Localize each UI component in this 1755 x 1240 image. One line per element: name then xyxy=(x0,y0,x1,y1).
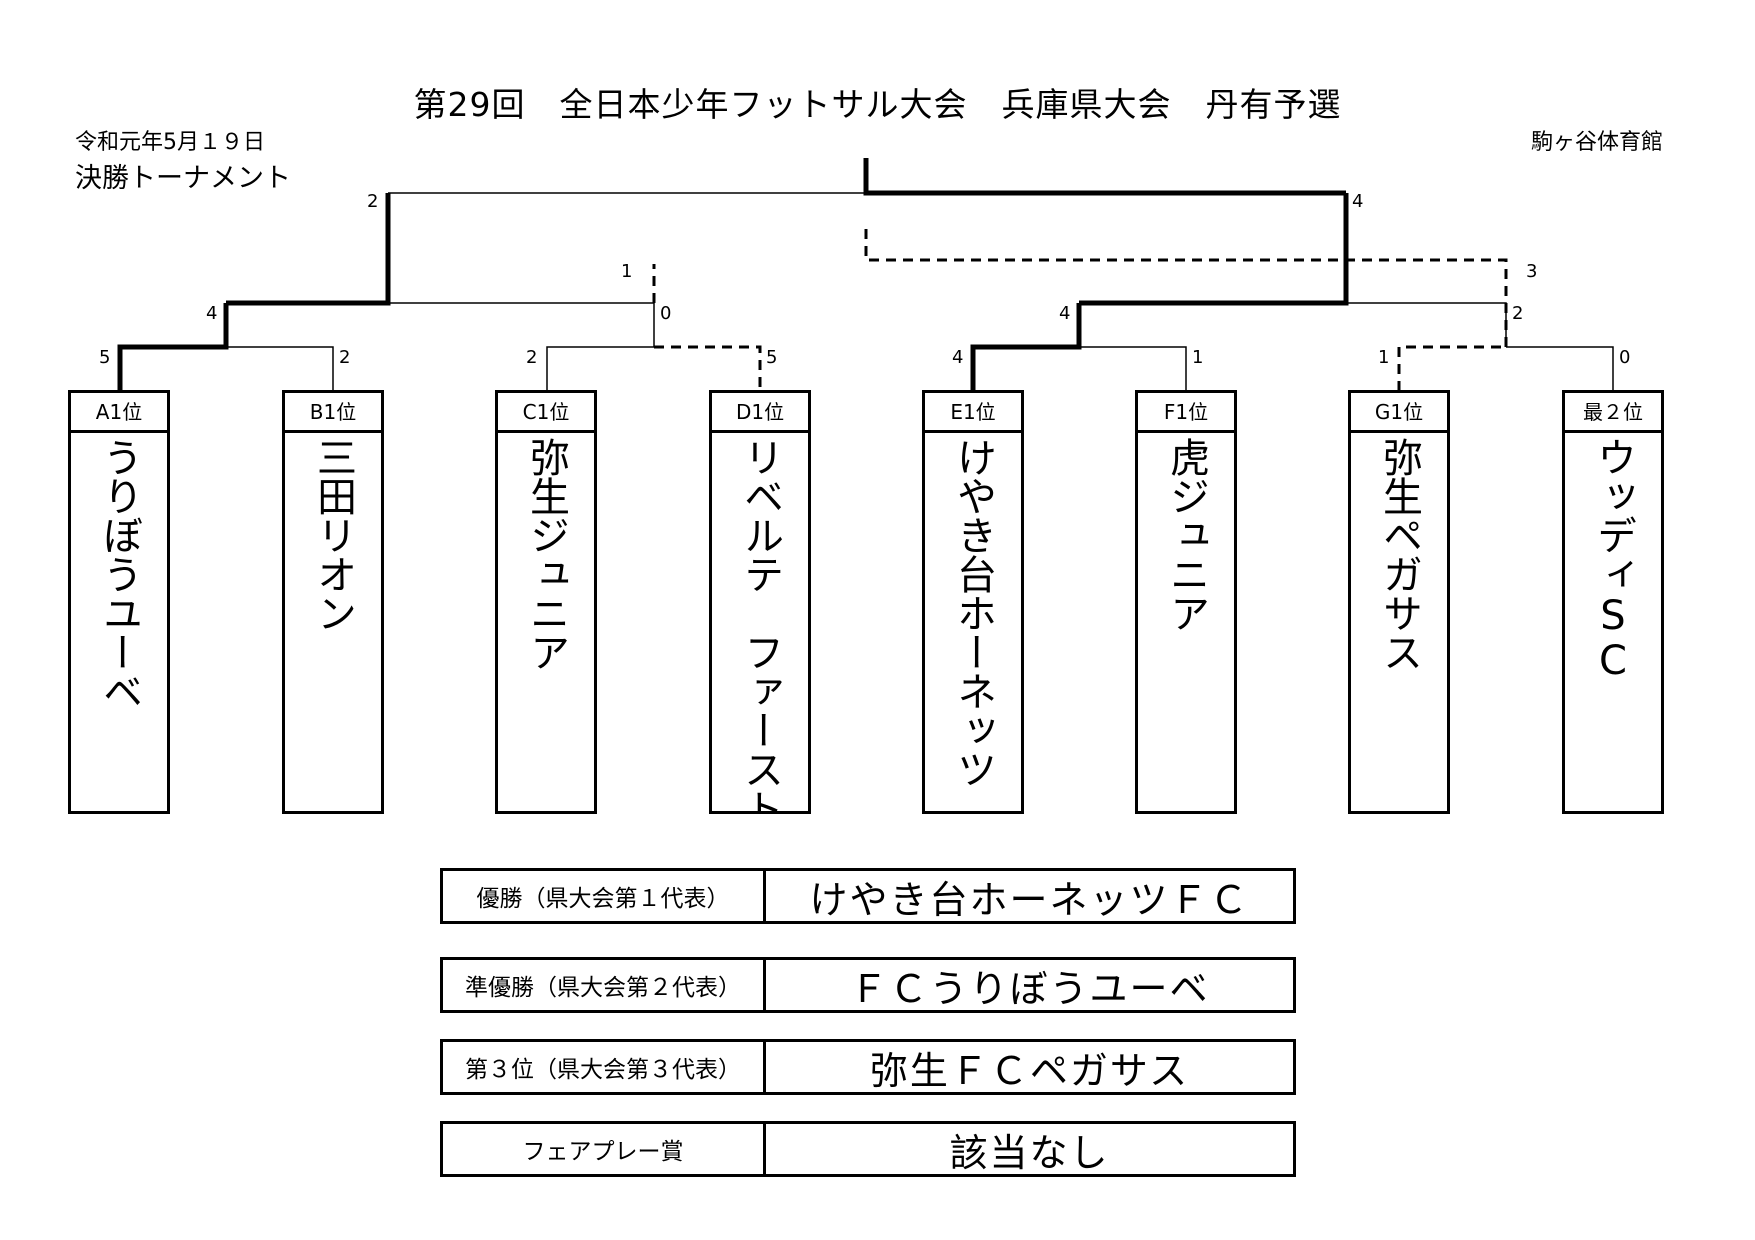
team-name: 弥生ペガサス xyxy=(1376,437,1422,671)
result-value: ＦＣうりぼうユーベ xyxy=(849,966,1210,1011)
team-box-b: B1位 三田リオン xyxy=(282,390,384,814)
bracket-line-sf2-right xyxy=(1346,302,1507,347)
team-position: G1位 xyxy=(1351,393,1447,433)
team-name: うりぼうユーベ xyxy=(96,437,142,710)
team-name: 虎ジュニア xyxy=(1163,437,1209,632)
bracket-line-e-win xyxy=(970,303,1082,391)
score-r1-b: 2 xyxy=(339,347,351,368)
page-title: 第29回 全日本少年フットサル大会 兵庫県大会 丹有予選 xyxy=(413,85,1342,124)
team-position: F1位 xyxy=(1138,393,1234,433)
team-box-e: E1位 けやき台ホーネッツ xyxy=(922,390,1024,814)
result-label: 優勝（県大会第１代表） xyxy=(443,871,766,921)
team-name: 弥生ジュニア xyxy=(523,437,569,671)
team-position: A1位 xyxy=(71,393,167,433)
venue: 駒ヶ谷体育館 xyxy=(1530,130,1663,155)
team-name: 三田リオン xyxy=(310,437,356,632)
bracket-line-g-win xyxy=(1397,345,1506,391)
team-position: C1位 xyxy=(498,393,594,433)
score-r1-g: 1 xyxy=(1378,347,1390,368)
bracket-line-sf2-left-win xyxy=(1079,193,1349,306)
score-r1-c: 2 xyxy=(526,347,538,368)
result-value: けやき台ホーネッツＦＣ xyxy=(809,877,1250,922)
team-box-d: D1位 リベルテ ファースト xyxy=(709,390,811,814)
bracket-line-final-win xyxy=(863,158,1346,196)
result-value: 該当なし xyxy=(949,1130,1110,1175)
bracket-line-a-win xyxy=(117,303,229,391)
bracket-line-sf1-left-win xyxy=(226,193,391,306)
score-sf2-left: 4 xyxy=(1059,303,1071,324)
team-position: B1位 xyxy=(285,393,381,433)
team-box-c: C1位 弥生ジュニア xyxy=(495,390,597,814)
bracket-line-sf1-right xyxy=(388,302,655,347)
result-row-fair-play: フェアプレー賞 該当なし xyxy=(440,1121,1296,1177)
score-third-right: 3 xyxy=(1526,261,1538,282)
bracket-line-f xyxy=(1079,346,1187,391)
score-sf1-left: 4 xyxy=(206,303,218,324)
score-r1-f: 1 xyxy=(1192,347,1204,368)
team-position: D1位 xyxy=(712,393,808,433)
bracket-line-b xyxy=(226,346,334,391)
score-third-left: 1 xyxy=(621,261,633,282)
score-r1-h: 0 xyxy=(1619,347,1631,368)
team-name: けやき台ホーネッツ xyxy=(950,437,996,788)
team-position: 最２位 xyxy=(1565,393,1661,433)
team-box-f: F1位 虎ジュニア xyxy=(1135,390,1237,814)
bracket-line-c xyxy=(546,346,654,391)
score-r1-d: 5 xyxy=(766,347,778,368)
event-date: 令和元年5月１９日 xyxy=(75,130,265,155)
team-position: E1位 xyxy=(925,393,1021,433)
result-label: フェアプレー賞 xyxy=(443,1124,766,1174)
team-box-h: 最２位 ウッディSC xyxy=(1562,390,1664,814)
bracket-line-h xyxy=(1506,346,1614,391)
result-value: 弥生ＦＣペガサス xyxy=(869,1048,1190,1093)
score-sf2-right: 2 xyxy=(1512,303,1524,324)
result-row-champion: 優勝（県大会第１代表） けやき台ホーネッツＦＣ xyxy=(440,868,1296,924)
result-label: 第３位（県大会第３代表） xyxy=(443,1042,766,1092)
team-box-g: G1位 弥生ペガサス xyxy=(1348,390,1450,814)
bracket-line-d-win xyxy=(654,345,762,391)
score-sf1-right: 0 xyxy=(660,303,672,324)
team-box-a: A1位 うりぼうユーベ xyxy=(68,390,170,814)
score-final-left: 2 xyxy=(367,191,379,212)
result-label: 準優勝（県大会第２代表） xyxy=(443,960,766,1010)
score-r1-e: 4 xyxy=(952,347,964,368)
result-row-runner-up: 準優勝（県大会第２代表） ＦＣうりぼうユーベ xyxy=(440,957,1296,1013)
score-final-right: 4 xyxy=(1352,191,1364,212)
result-row-third: 第３位（県大会第３代表） 弥生ＦＣペガサス xyxy=(440,1039,1296,1095)
bracket-label: 決勝トーナメント xyxy=(75,163,291,194)
bracket-line-third-right-win xyxy=(864,228,1508,347)
score-r1-a: 5 xyxy=(99,347,111,368)
team-name: リベルテ ファースト xyxy=(737,437,783,812)
team-name: ウッディSC xyxy=(1590,437,1636,683)
